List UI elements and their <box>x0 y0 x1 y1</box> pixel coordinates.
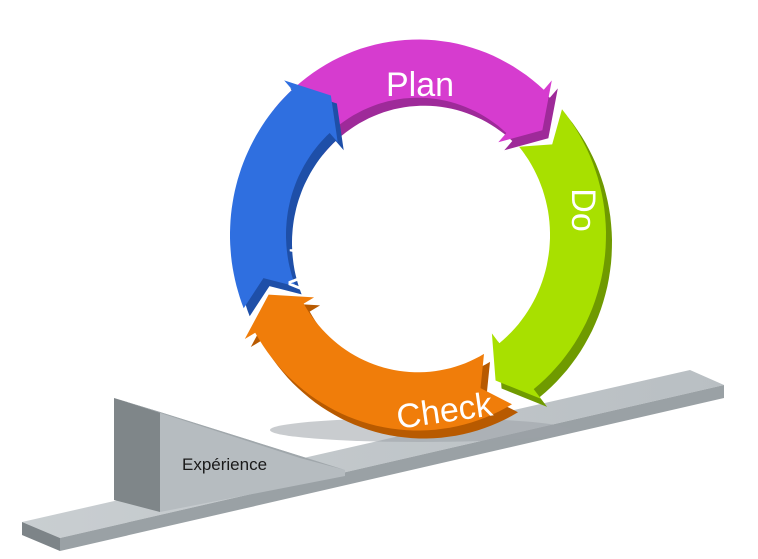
wedge-top <box>114 398 345 470</box>
segment-label-act: Act <box>282 245 320 295</box>
pdca-cycle <box>230 39 612 439</box>
base-beam-end <box>22 522 60 551</box>
segment-label-do: Do <box>564 188 602 231</box>
experience-wedge <box>114 398 345 512</box>
wedge-label: Expérience <box>182 455 267 474</box>
wedge-face <box>160 412 345 512</box>
segment-label-plan: Plan <box>386 66 454 104</box>
segment-plan <box>274 39 552 147</box>
wedge-side <box>114 398 160 512</box>
segment-check <box>244 294 512 431</box>
segment-do <box>491 109 606 399</box>
segment-act <box>230 80 338 309</box>
